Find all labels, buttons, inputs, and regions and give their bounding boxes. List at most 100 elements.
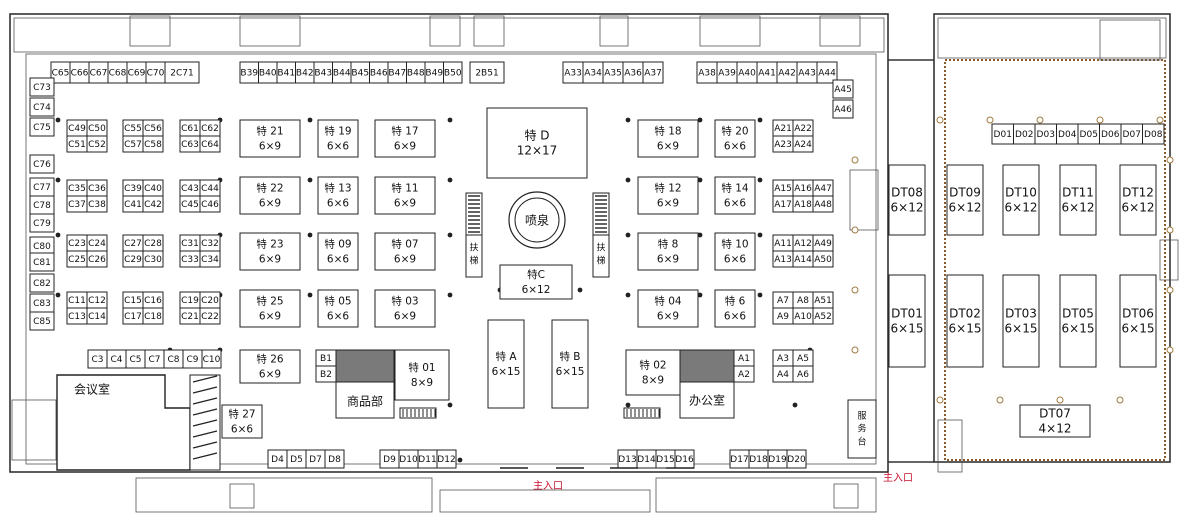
column-marker	[55, 117, 61, 123]
booth-C5-label: C5	[129, 355, 141, 365]
dt-booth-mid-0-size: 6×15	[891, 322, 924, 336]
column-marker	[307, 177, 313, 183]
booth-C24-label: C24	[88, 239, 106, 249]
dt-booth-07-size: 4×12	[1039, 422, 1072, 436]
dt-booth-mid-3-size: 6×15	[1062, 322, 1095, 336]
special-booth-8-name: 特 07	[391, 239, 418, 251]
special-booth-r0-size: 6×9	[657, 141, 679, 153]
booth-2C71	[164, 61, 200, 84]
booth-C15-label: C15	[124, 296, 142, 306]
special-booth-9	[239, 289, 301, 328]
booth-D20-label: D20	[787, 455, 806, 465]
dt-booth-mid-4-name: DT06	[1122, 307, 1154, 321]
booth-A7-label: A7	[777, 296, 789, 306]
booth-C17-label: C17	[124, 312, 142, 322]
booth-B48-label: B48	[407, 69, 425, 79]
booth-C82	[29, 273, 55, 293]
booth-A42-label: A42	[778, 69, 796, 79]
booth-B2-label: B2	[320, 370, 332, 380]
column-marker	[625, 402, 631, 408]
special-booth-27	[221, 404, 263, 439]
column-marker	[697, 292, 703, 298]
booth-C81	[29, 252, 55, 272]
booth-C43-label: C43	[181, 184, 199, 194]
booth-C7-label: C7	[148, 355, 160, 365]
booth-C63-label: C63	[181, 140, 199, 150]
special-booth-8-size: 6×9	[394, 254, 416, 266]
booth-C52	[86, 135, 108, 153]
special-booth-r0	[637, 119, 699, 158]
side-entrance-label: 主入口	[883, 472, 913, 484]
column-marker	[447, 292, 453, 298]
special-booth-5	[374, 176, 436, 215]
special-booth-1-name: 特 19	[324, 126, 351, 138]
special-booth-5-size: 6×9	[394, 198, 416, 210]
booth-D19-label: D19	[768, 455, 787, 465]
booth-A46	[832, 99, 854, 119]
booth-B46-label: B46	[370, 69, 388, 79]
booth-A33-label: A33	[564, 69, 582, 79]
dt-booth-top-0-size: 6×12	[891, 201, 924, 215]
booth-C76	[29, 154, 55, 174]
office-room	[679, 381, 735, 419]
booth-D5-label: D5	[290, 455, 303, 465]
stair-line	[192, 419, 218, 427]
column-marker	[1036, 116, 1044, 124]
booth-A52-label: A52	[814, 312, 832, 322]
office-label: 办公室	[689, 393, 725, 408]
special-booth-5-name: 特 11	[391, 183, 418, 195]
special-booth-0-name: 特 21	[256, 126, 283, 138]
dt-booth-mid-1-name: DT02	[949, 307, 981, 321]
special-booth-r7	[714, 289, 756, 328]
booth-C22-label: C22	[201, 312, 219, 322]
booth-C30	[142, 250, 164, 268]
special-booth-r4	[637, 232, 699, 271]
booth-A13-label: A13	[774, 255, 792, 265]
special-booth-2-size: 6×9	[394, 141, 416, 153]
stair-line	[192, 441, 218, 449]
booth-C8-label: C8	[167, 355, 179, 365]
special-booth-r7-name: 特 6	[725, 296, 746, 308]
booth-C52-label: C52	[88, 140, 106, 150]
column-marker	[757, 117, 763, 123]
booth-C69-label: C69	[128, 69, 146, 79]
booth-A12-label: A12	[794, 239, 812, 249]
special-booth-r1-size: 6×6	[724, 141, 746, 153]
special-booth-r5-name: 特 10	[721, 239, 748, 251]
booth-C10-label: C10	[203, 355, 221, 365]
column-marker	[757, 177, 763, 183]
column-marker	[625, 292, 631, 298]
stair-line	[192, 397, 218, 405]
booth-A45	[832, 79, 854, 99]
special-booth-d-size: 12×17	[517, 144, 558, 158]
booth-C14-label: C14	[88, 312, 106, 322]
booth-C49-label: C49	[68, 124, 86, 134]
booth-B50-label: B50	[444, 69, 462, 79]
booth-A8-label: A8	[797, 296, 809, 306]
booth-C51-label: C51	[68, 140, 86, 150]
booth-C73	[29, 77, 55, 97]
booth-A47-label: A47	[814, 184, 832, 194]
building-walls	[9, 13, 1179, 513]
booth-A2-label: A2	[738, 370, 750, 380]
booth-A38-label: A38	[698, 69, 716, 79]
dt-booth-top-1-name: DT09	[949, 186, 981, 200]
booth-C9-label: C9	[186, 355, 198, 365]
booth-C73-label: C73	[33, 83, 51, 93]
booth-D9-label: D9	[383, 455, 396, 465]
special-booth-10-size: 6×6	[327, 311, 349, 323]
column-marker	[851, 226, 859, 234]
booth-A9-label: A9	[777, 312, 789, 322]
booth-D12	[436, 449, 457, 469]
column-marker	[625, 177, 631, 183]
booth-C29-label: C29	[124, 255, 142, 265]
special-booth-3-size: 6×9	[259, 198, 281, 210]
booth-C68-label: C68	[109, 69, 127, 79]
column-marker	[986, 116, 994, 124]
dt-booth-top-2-size: 6×12	[1005, 201, 1038, 215]
booth-A37	[642, 61, 664, 84]
booth-C21-label: C21	[181, 312, 199, 322]
booth-C32-label: C32	[201, 239, 219, 249]
